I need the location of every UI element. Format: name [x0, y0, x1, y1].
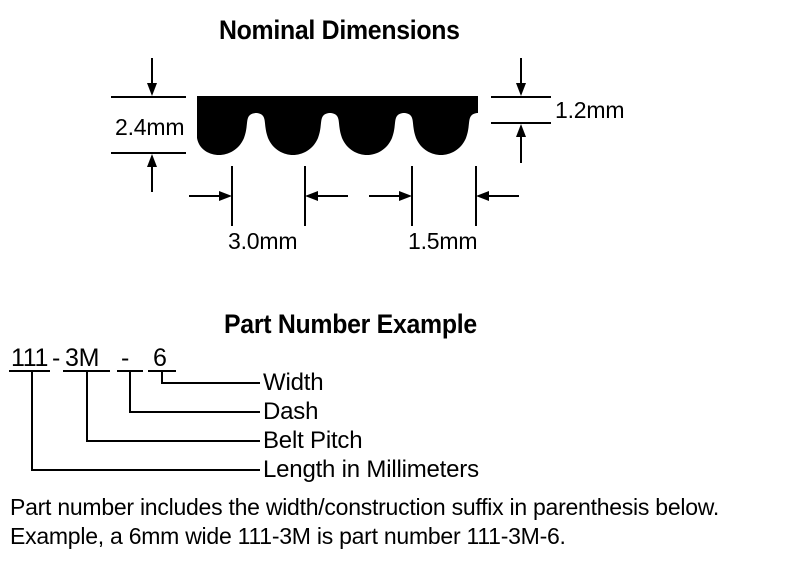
dim-3p0-left-arrowhead	[219, 191, 232, 201]
dim-2p4-upper-arrowhead	[147, 83, 157, 96]
part-number-example-title: Part Number Example	[224, 309, 477, 339]
callout-label-dash: Dash	[263, 398, 319, 425]
part-number-separator-1: -	[52, 344, 61, 372]
dim-3p0-right-arrowhead	[305, 191, 318, 201]
part-number-separator-2: -	[121, 344, 130, 372]
belt-cross-section-shape	[197, 96, 478, 155]
dim-2p4-lower-arrowhead	[147, 154, 157, 167]
dim-label-backing-thickness: 1.2mm	[555, 97, 625, 123]
leader-line-dash	[129, 371, 260, 413]
part-number-width-segment: 6	[153, 344, 167, 372]
part-number-length-segment: 111	[11, 344, 49, 372]
note-line-1: Part number includes the width/construct…	[10, 494, 720, 520]
callout-label-width: Width	[263, 369, 324, 396]
part-number-callout-lines	[9, 370, 260, 471]
leader-line-length	[31, 371, 260, 471]
dim-1p5-left-arrowhead	[399, 191, 412, 201]
callout-label-belt-pitch: Belt Pitch	[263, 427, 363, 454]
part-number-pitch-segment: 3M	[65, 344, 100, 372]
leader-line-belt-pitch	[86, 371, 260, 442]
nominal-dimensions-title: Nominal Dimensions	[219, 15, 460, 45]
leader-line-width	[161, 371, 260, 384]
callout-label-length: Length in Millimeters	[263, 456, 479, 483]
belt-profile-drawing	[111, 58, 551, 226]
dim-label-belt-thickness: 2.4mm	[115, 114, 185, 140]
note-line-2: Example, a 6mm wide 111-3M is part numbe…	[10, 523, 566, 549]
dim-1p5-right-arrowhead	[476, 191, 489, 201]
dim-1p2-lower-arrowhead	[516, 124, 526, 137]
dim-label-tooth-pitch: 3.0mm	[228, 228, 298, 254]
dim-label-tooth-width: 1.5mm	[408, 228, 478, 254]
dim-1p2-upper-arrowhead	[516, 83, 526, 96]
